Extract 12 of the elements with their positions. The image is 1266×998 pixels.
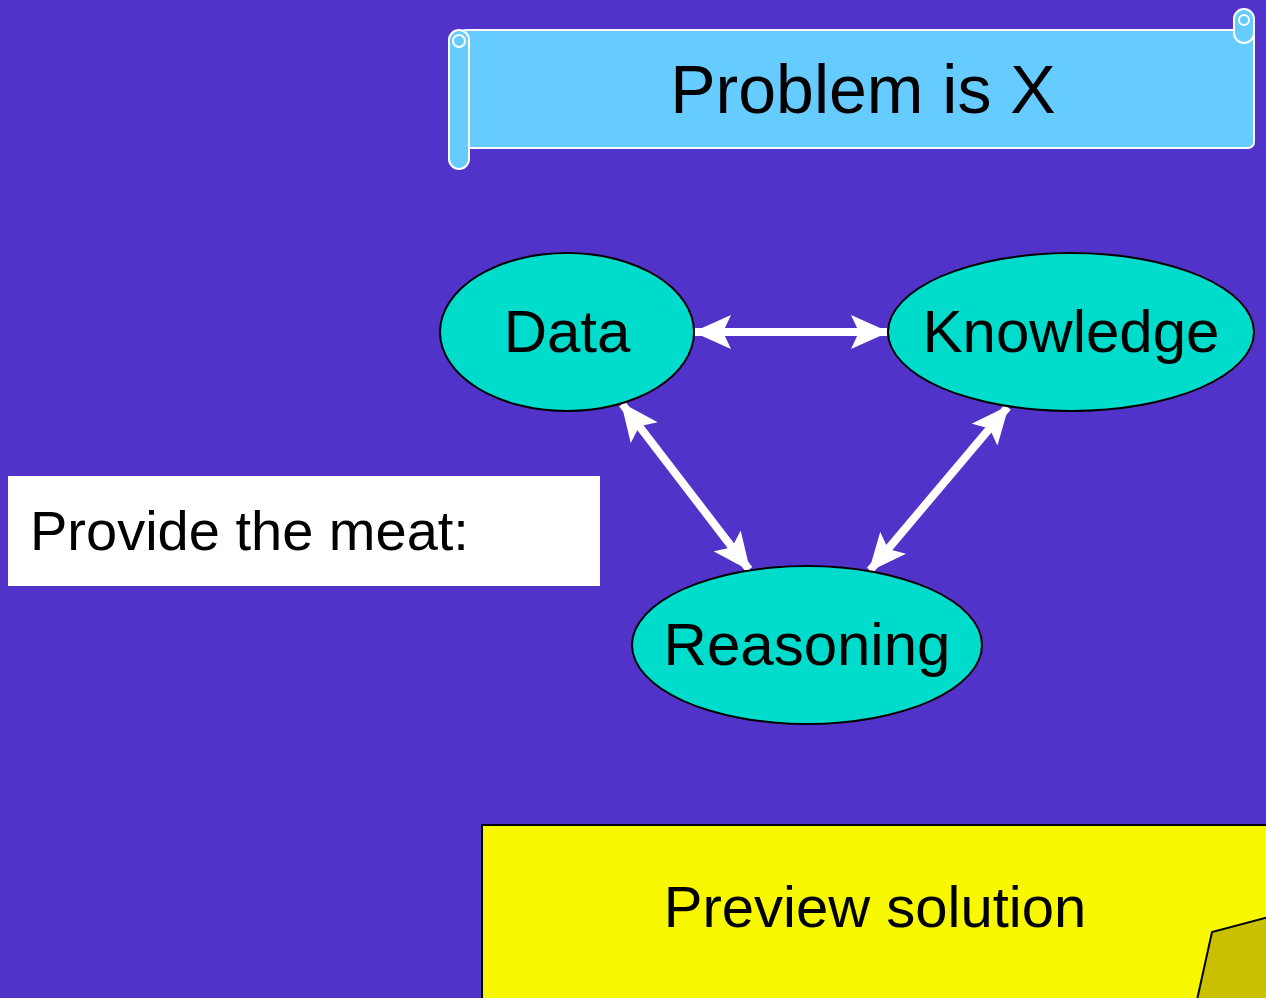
scroll-banner	[448, 8, 1258, 170]
node-label: Knowledge	[922, 302, 1220, 362]
double-arrow	[619, 401, 753, 572]
node-label: Data	[503, 302, 631, 362]
sticky-note	[481, 824, 1266, 998]
node-label: Problem is X	[670, 55, 1056, 123]
node-label: Reasoning	[663, 615, 951, 675]
double-arrow	[866, 404, 1011, 573]
node-label: Preview solution	[663, 878, 1087, 936]
node-label: Provide the meat:	[30, 503, 469, 559]
text-box	[8, 476, 600, 586]
double-arrow	[693, 315, 889, 349]
